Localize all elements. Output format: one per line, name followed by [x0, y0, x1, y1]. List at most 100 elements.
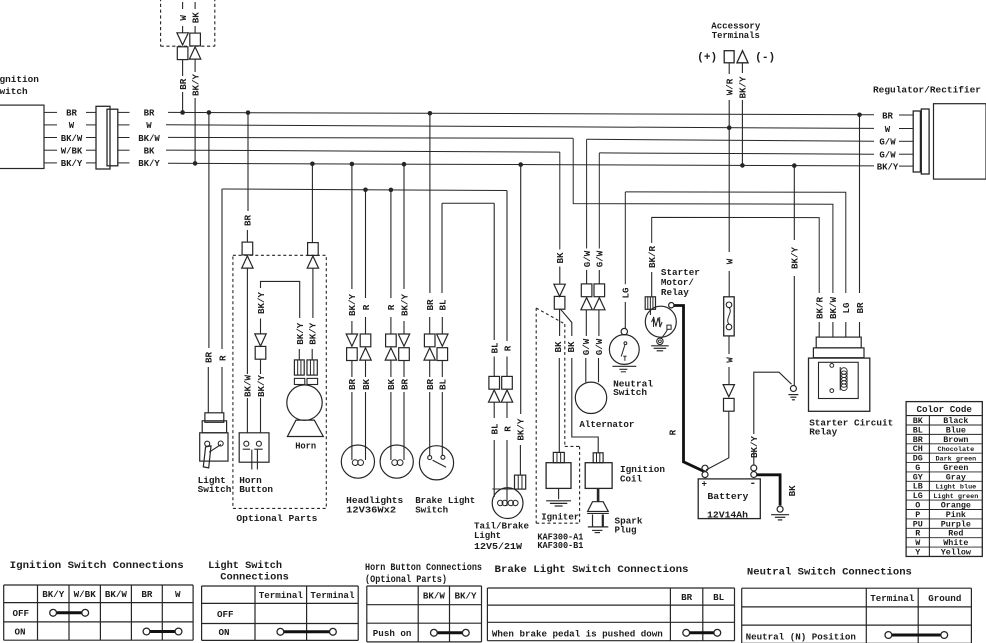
svg-text:BK/Y: BK/Y	[190, 73, 201, 96]
svg-text:BK/W: BK/W	[138, 134, 160, 144]
svg-text:O: O	[915, 501, 920, 511]
svg-text:Dark green: Dark green	[935, 456, 976, 464]
svg-text:W: W	[69, 121, 75, 131]
svg-text:Green: Green	[943, 463, 968, 473]
svg-text:Light blue: Light blue	[935, 484, 976, 492]
svg-text:BK: BK	[386, 379, 397, 391]
svg-text:BK/Y: BK/Y	[738, 76, 749, 99]
svg-text:When brake pedal is pushed dow: When brake pedal is pushed down	[492, 629, 663, 640]
svg-text:Button: Button	[239, 484, 273, 495]
svg-text:Terminal: Terminal	[259, 590, 304, 601]
svg-text:BR: BR	[204, 352, 215, 364]
svg-text:BR: BR	[855, 302, 866, 314]
svg-text:ON: ON	[219, 627, 230, 638]
svg-text:W: W	[178, 15, 189, 21]
svg-text:LB: LB	[913, 482, 923, 492]
svg-text:Alternator: Alternator	[579, 419, 634, 430]
svg-text:G: G	[915, 463, 920, 473]
svg-text:KAF300-A1: KAF300-A1	[537, 531, 583, 542]
svg-text:W: W	[724, 258, 735, 264]
svg-text:KAF300-B1: KAF300-B1	[537, 540, 583, 551]
svg-text:Horn Button Connections: Horn Button Connections	[365, 562, 482, 573]
svg-text:BR: BR	[178, 78, 189, 90]
svg-text:BK/Y: BK/Y	[749, 435, 760, 458]
svg-text:G/W: G/W	[582, 250, 593, 267]
svg-text:Connections: Connections	[220, 571, 288, 583]
svg-text:Ground: Ground	[928, 593, 961, 604]
svg-text:Purple: Purple	[941, 519, 971, 529]
svg-text:W/BK: W/BK	[61, 147, 83, 157]
svg-text:Neutral (N) Position: Neutral (N) Position	[746, 631, 856, 642]
svg-text:Motor/: Motor/	[661, 277, 694, 288]
svg-text:Light Switch: Light Switch	[208, 560, 282, 572]
svg-text:BL: BL	[438, 379, 449, 391]
svg-text:BK/Y: BK/Y	[454, 591, 477, 602]
svg-text:Horn: Horn	[295, 441, 316, 452]
svg-text:R: R	[502, 345, 513, 351]
svg-text:P: P	[915, 510, 920, 520]
svg-text:W: W	[724, 357, 735, 363]
svg-text:Terminals: Terminals	[712, 30, 760, 41]
svg-text:BR: BR	[913, 435, 924, 445]
svg-text:BK: BK	[787, 485, 798, 497]
svg-text:BK/W: BK/W	[828, 296, 839, 319]
svg-text:Regulator/Rectifier: Regulator/Rectifier	[873, 84, 981, 95]
svg-text:BR: BR	[243, 215, 254, 227]
svg-text:BK/R: BK/R	[647, 245, 658, 268]
svg-text:BK/Y: BK/Y	[256, 374, 267, 397]
svg-text:Neutral: Neutral	[613, 379, 653, 390]
svg-text:BL: BL	[490, 342, 501, 354]
svg-text:BK: BK	[913, 416, 924, 426]
svg-text:W: W	[146, 121, 152, 131]
svg-text:-: -	[750, 478, 757, 490]
svg-text:BK/W: BK/W	[423, 591, 446, 602]
svg-text:BR: BR	[347, 379, 358, 391]
svg-text:BL: BL	[913, 425, 923, 435]
svg-text:G/W: G/W	[594, 338, 605, 355]
svg-text:G/W: G/W	[879, 151, 896, 161]
svg-text:GY: GY	[913, 472, 924, 482]
svg-text:Tail/Brake: Tail/Brake	[474, 520, 529, 531]
svg-text:W: W	[915, 538, 921, 548]
svg-text:Optional Parts: Optional Parts	[236, 513, 317, 524]
svg-text:Plug: Plug	[615, 525, 637, 536]
svg-text:G/W: G/W	[595, 250, 606, 267]
svg-text:Battery: Battery	[707, 491, 748, 502]
svg-text:BL: BL	[438, 299, 449, 311]
svg-text:Push on: Push on	[373, 628, 412, 639]
svg-text:BK: BK	[361, 379, 372, 391]
svg-text:G/W: G/W	[581, 338, 592, 355]
svg-text:Blue: Blue	[946, 425, 966, 435]
svg-text:BK/Y: BK/Y	[308, 322, 319, 345]
svg-text:Ignition: Ignition	[0, 74, 39, 85]
svg-text:BR: BR	[141, 589, 153, 600]
svg-text:Black: Black	[943, 416, 968, 426]
svg-text:Headlights: Headlights	[346, 495, 403, 506]
svg-text:Light: Light	[474, 530, 501, 541]
svg-text:BR: BR	[425, 299, 436, 311]
svg-text:BK/Y: BK/Y	[42, 589, 65, 600]
svg-text:BK/Y: BK/Y	[61, 159, 83, 169]
svg-text:BR: BR	[399, 379, 410, 391]
svg-text:BK: BK	[566, 341, 577, 353]
svg-text:Horn: Horn	[239, 475, 262, 486]
svg-text:12V14Ah: 12V14Ah	[707, 509, 748, 520]
svg-text:BL: BL	[713, 592, 725, 603]
svg-text:White: White	[943, 538, 968, 548]
svg-text:BK/W: BK/W	[61, 134, 83, 144]
svg-text:LG: LG	[913, 491, 923, 501]
svg-text:BK/W: BK/W	[243, 374, 254, 397]
svg-text:BK/Y: BK/Y	[399, 293, 410, 316]
svg-text:(Optional Parts): (Optional Parts)	[365, 574, 447, 585]
svg-text:LG: LG	[841, 302, 852, 314]
svg-text:+: +	[702, 480, 707, 490]
svg-text:Switch: Switch	[415, 504, 448, 515]
svg-text:Yellow: Yellow	[941, 547, 971, 557]
svg-text:BK/Y: BK/Y	[138, 159, 160, 169]
svg-text:Starter: Starter	[661, 267, 700, 278]
svg-text:Terminal: Terminal	[870, 593, 915, 604]
svg-text:PU: PU	[913, 519, 923, 529]
svg-text:BK/Y: BK/Y	[256, 291, 267, 314]
svg-text:BK: BK	[555, 252, 566, 264]
svg-text:Terminal: Terminal	[310, 590, 355, 601]
